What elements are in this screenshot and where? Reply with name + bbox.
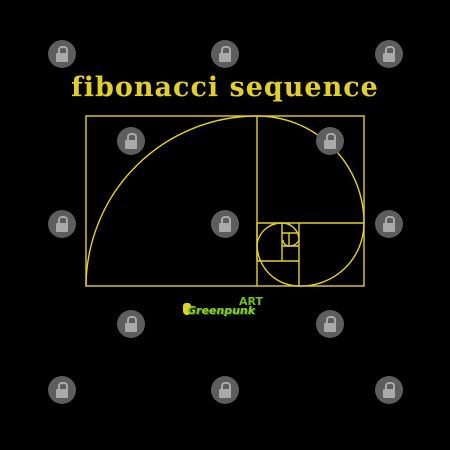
lock-icon xyxy=(211,40,239,68)
page-title: fibonacci sequence xyxy=(71,72,379,103)
logo-mascot-icon xyxy=(183,303,191,315)
golden-rectangle-outline xyxy=(85,115,365,287)
lock-icon xyxy=(117,127,145,155)
lock-icon xyxy=(375,376,403,404)
spiral-curve xyxy=(85,115,365,287)
lock-icon xyxy=(316,310,344,338)
lock-icon xyxy=(48,376,76,404)
lock-icon xyxy=(316,127,344,155)
lock-icon xyxy=(375,40,403,68)
lock-icon xyxy=(48,210,76,238)
lock-icon xyxy=(211,376,239,404)
lock-icon xyxy=(117,310,145,338)
greenpunk-logo: ART Greenpunk xyxy=(183,295,267,320)
lock-icon xyxy=(211,210,239,238)
logo-brand-text: Greenpunk xyxy=(187,304,256,317)
logo-badge: ART xyxy=(239,295,263,308)
lock-icon xyxy=(48,40,76,68)
lock-icon xyxy=(375,210,403,238)
